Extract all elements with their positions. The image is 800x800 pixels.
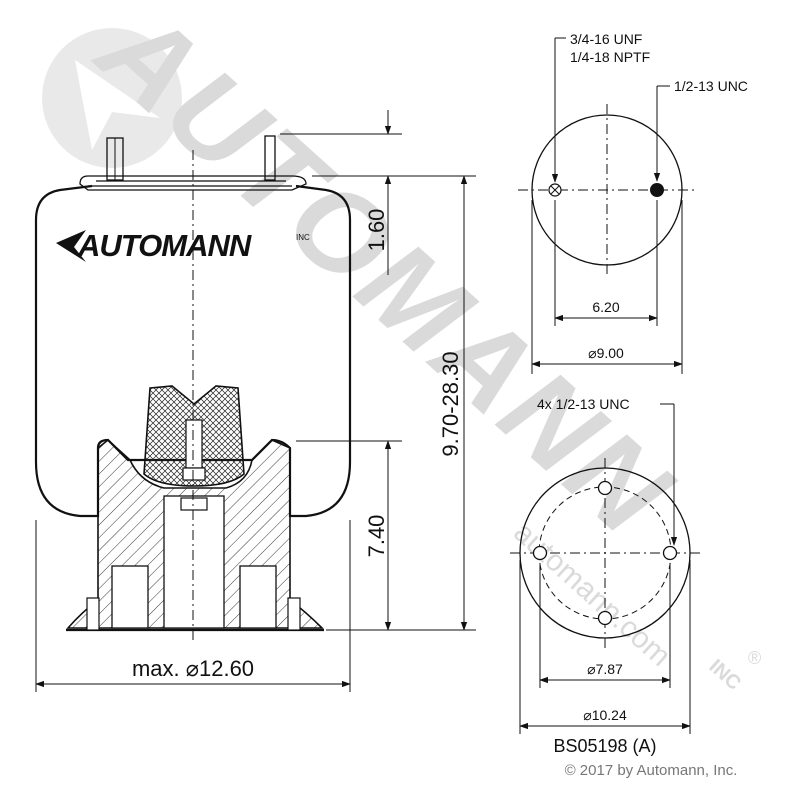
stud-spacing-label: 6.20 [592,299,619,315]
port-thread-1: 3/4-16 UNF [570,31,642,47]
base-diameter-label: ⌀10.24 [583,707,627,723]
bolt-holes [532,480,678,626]
part-logo-suffix: INC [296,233,310,242]
stud-symbol [650,183,664,197]
watermark-inc: INC [705,655,745,694]
part-number: BS05198 (A) [553,736,656,756]
dim-top-height: 1.60 [364,110,392,275]
side-view: AUTOMANN INC [34,110,476,692]
part-logo: AUTOMANN INC [56,228,310,263]
stud-thread: 1/2-13 UNC [674,78,748,94]
plate-diameter-label: ⌀9.00 [588,345,624,361]
watermark-logo-circle [42,28,182,168]
dim-piston-height: 7.40 [364,440,392,631]
air-port-symbol [548,183,562,197]
watermark-logo-arrow-icon [75,60,160,150]
watermark-registered: ® [748,648,761,668]
bolt-circle-label: ⌀7.87 [587,661,623,677]
part-logo-text: AUTOMANN [77,228,252,263]
bead-plate [79,175,307,191]
dim-max-diameter-label: max. ⌀12.60 [132,656,254,681]
port-thread-2: 1/4-18 NPTF [570,49,650,65]
center-bolt [180,419,208,511]
lower-studs [86,597,301,631]
dim-piston-height-label: 7.40 [364,515,389,558]
piston-section [66,438,324,632]
dim-overall-height-label: 9.70-28.30 [438,351,463,456]
top-view: 3/4-16 UNF 1/4-18 NPTF 1/2-13 UNC 6.20 ⌀… [518,31,748,374]
holes-thread-label: 4x 1/2-13 UNC [537,396,630,412]
part-logo-arrow-icon [56,230,86,262]
dim-overall-height: 9.70-28.30 [438,175,468,631]
top-studs [106,135,276,181]
dim-max-diameter: max. ⌀12.60 [35,656,351,688]
bottom-view: 4x 1/2-13 UNC ⌀7.87 ⌀10.24 [510,396,700,734]
copyright: © 2017 by Automann, Inc. [565,762,738,779]
dim-top-height-label: 1.60 [364,209,389,252]
